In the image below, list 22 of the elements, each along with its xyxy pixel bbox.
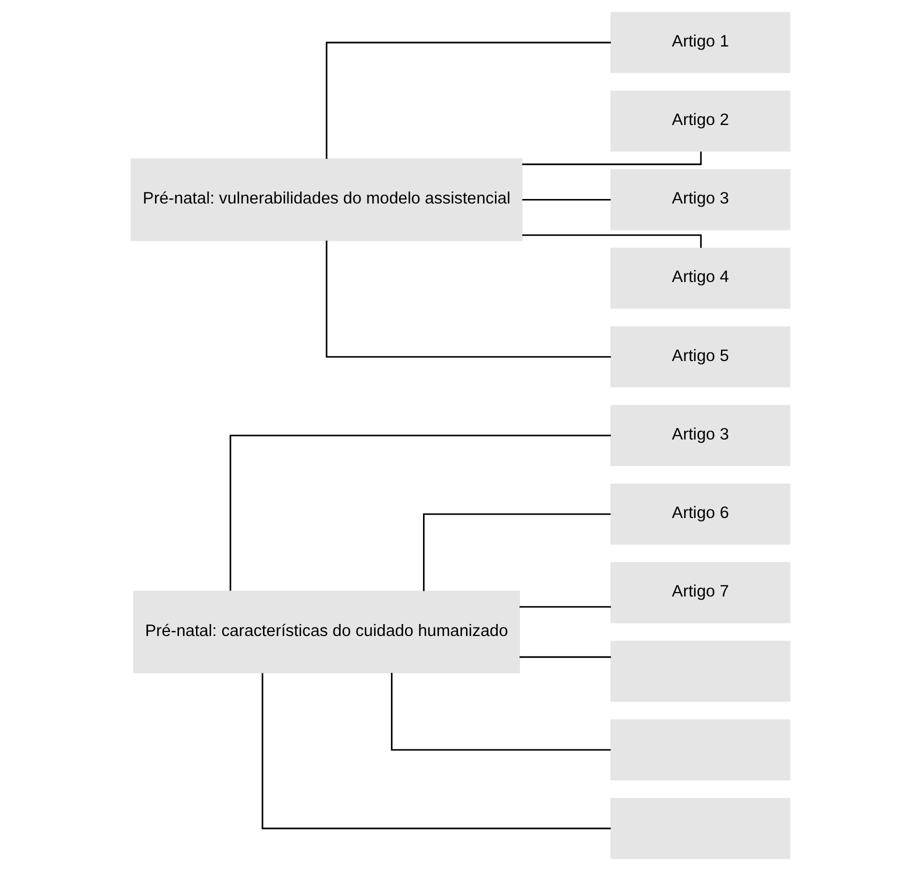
node-box: Pré-natal: vulnerabilidades do modelo assistencial <box>130 158 523 242</box>
node-box: Pré-natal: características do cuidado humanizado <box>133 590 520 674</box>
node-box: Artigo 5 <box>610 326 790 388</box>
connector <box>390 672 611 751</box>
node-box: Artigo 6 <box>610 484 790 545</box>
node-box <box>610 719 790 780</box>
connector <box>423 513 611 592</box>
connector <box>522 198 611 200</box>
node-box: Artigo 3 <box>610 405 790 466</box>
node-box: Artigo 2 <box>610 90 790 152</box>
connector <box>326 240 611 358</box>
node-box: Artigo 1 <box>610 12 790 74</box>
connector <box>326 42 611 159</box>
connector <box>230 434 611 591</box>
node-box: Artigo 7 <box>610 562 790 624</box>
connector <box>262 673 611 830</box>
connector <box>520 606 611 608</box>
node-box <box>610 640 790 702</box>
node-box: Artigo 3 <box>610 169 790 230</box>
connector <box>520 656 611 658</box>
node-box <box>610 798 790 859</box>
node-box: Artigo 4 <box>610 248 790 309</box>
